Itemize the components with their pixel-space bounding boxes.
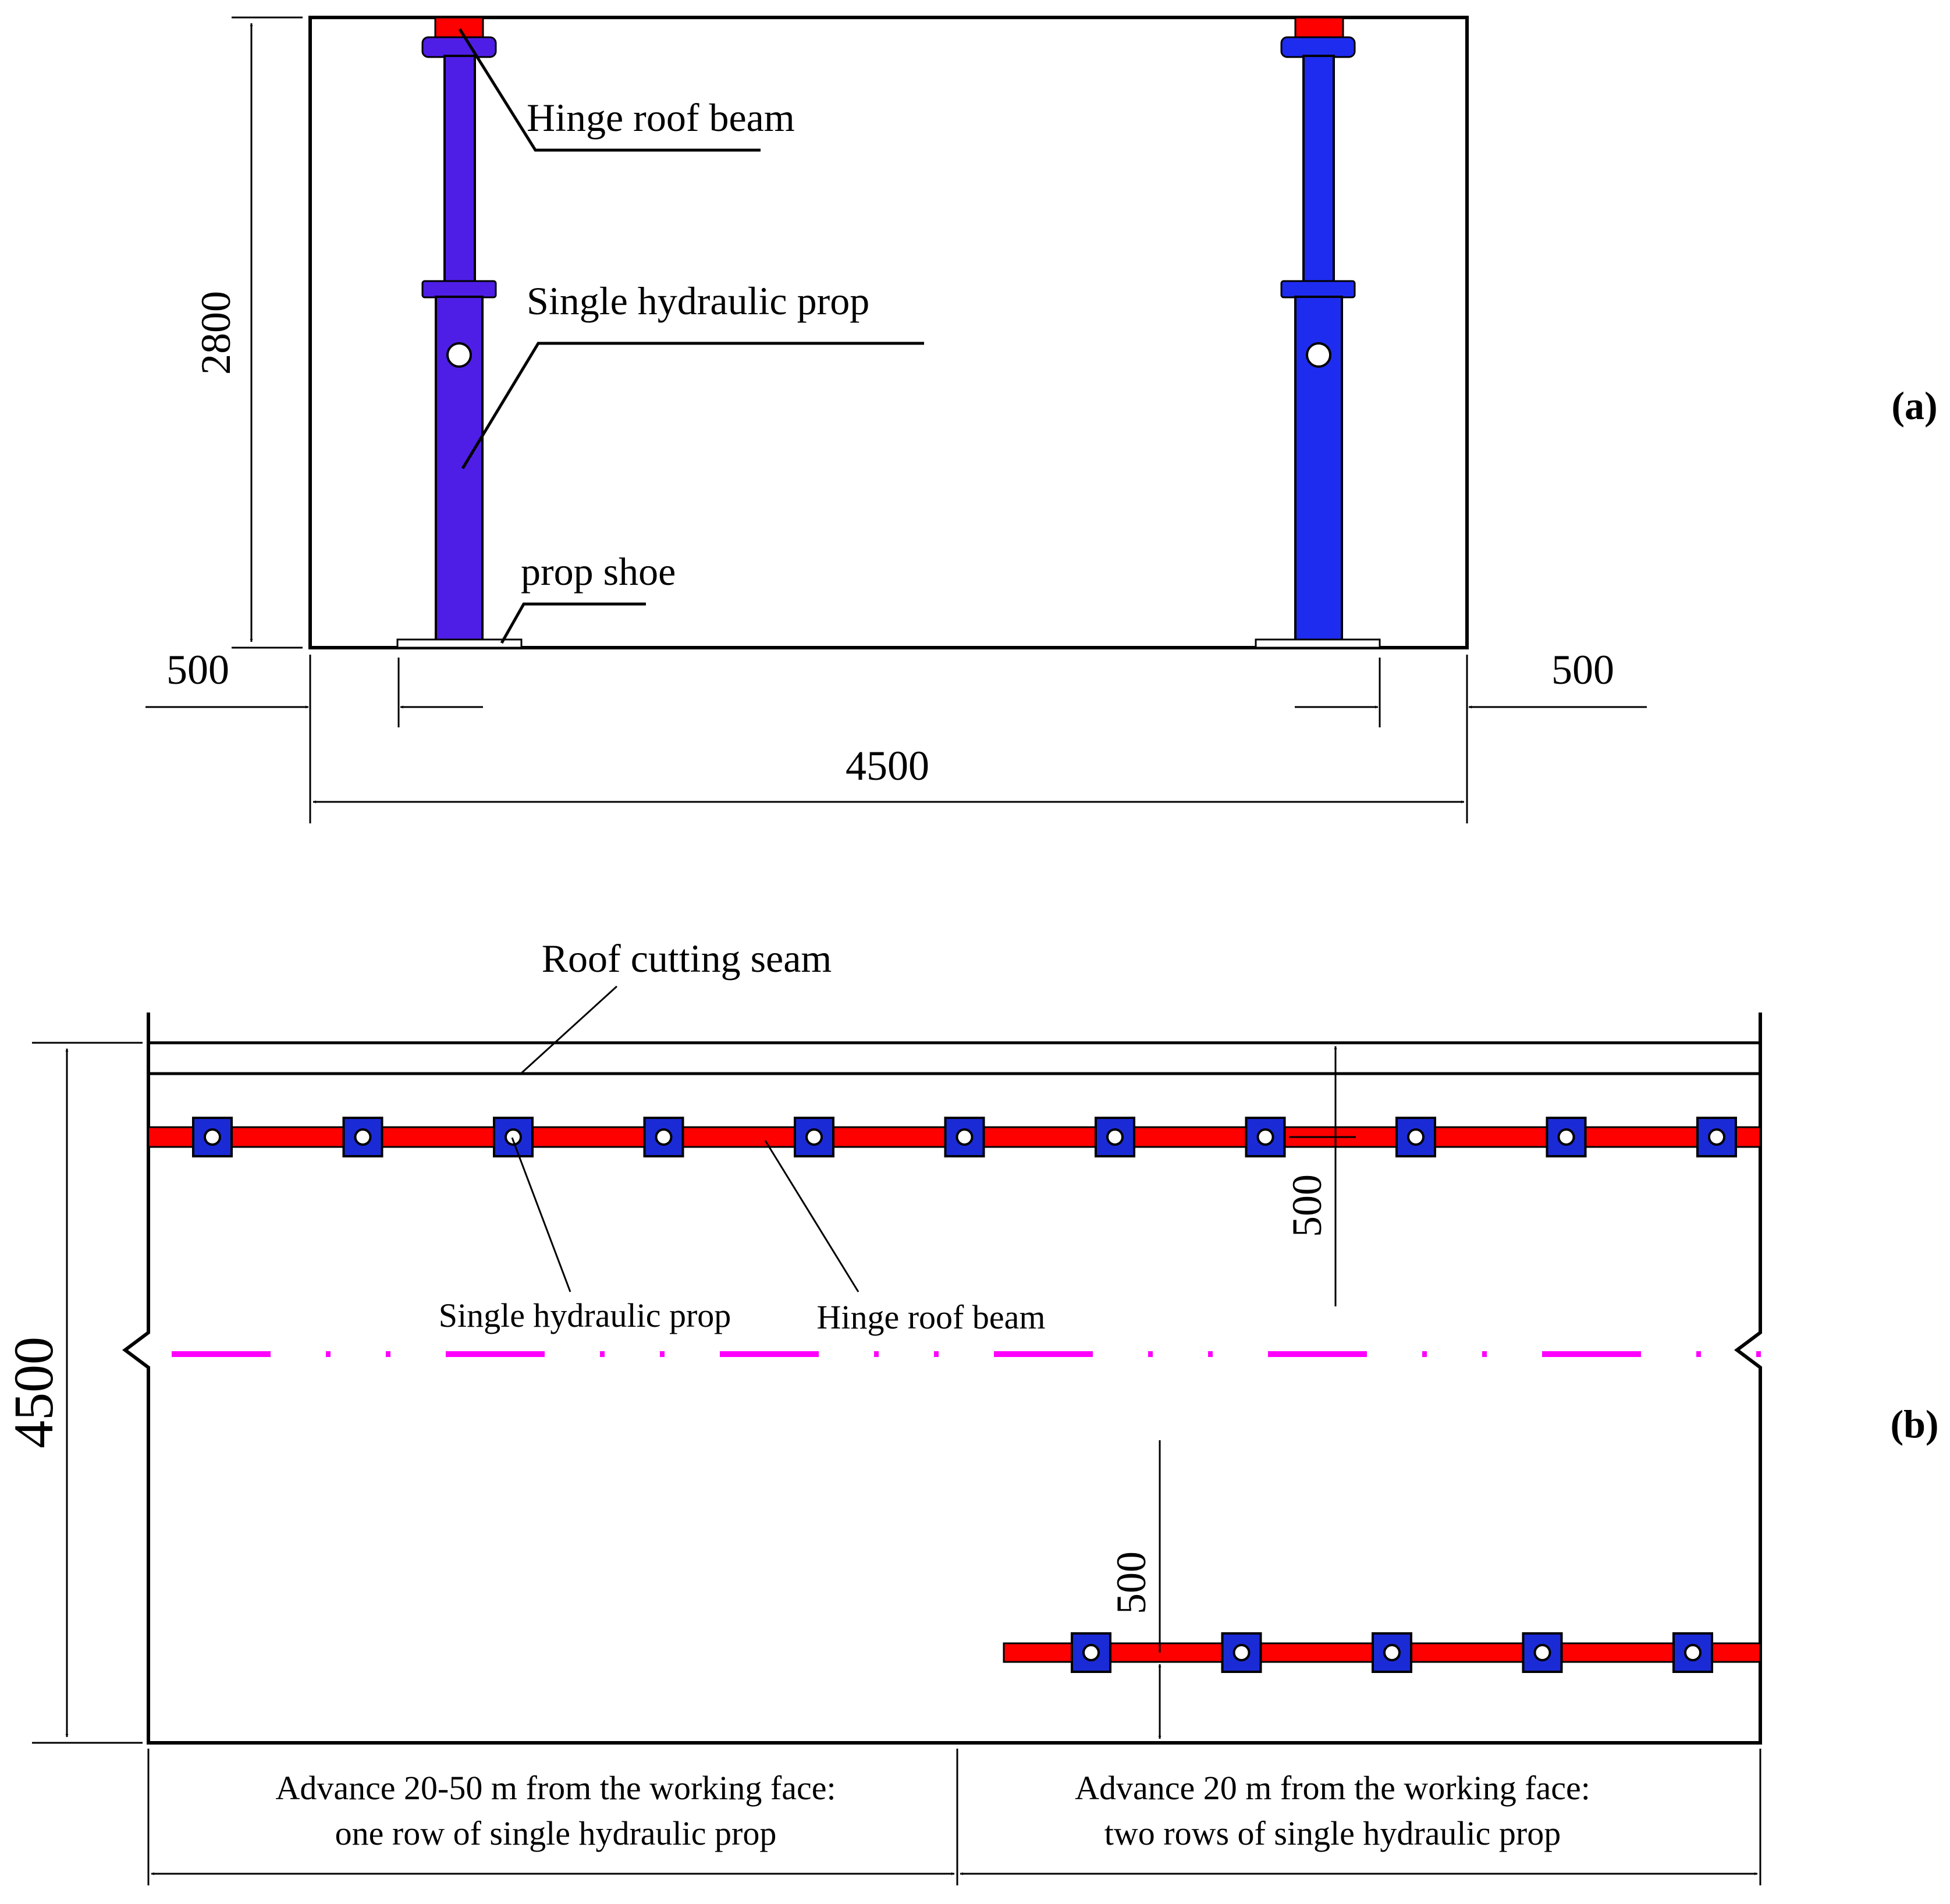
dim-bottom-row-offset: 500 [1108,1551,1155,1614]
panel-a: Hinge roof beam Single hydraulic prop pr… [145,16,1938,823]
hinge-roof-beam-leader [458,28,761,152]
prop-pin-circle [655,1128,673,1146]
left-prop-cap [421,36,497,58]
zone-dimensions [147,1749,1761,1885]
prop-leader-b [511,1137,571,1292]
prop-square [1696,1117,1737,1157]
left-hydraulic-prop [396,16,523,649]
prop-pin-circle [1684,1644,1702,1661]
top-prop-row [192,1117,1737,1157]
beam-leader-b [764,1140,859,1292]
left-prop-pin-hole [446,342,472,368]
prop-pin-circle [1557,1128,1575,1146]
prop-pin-circle [1232,1644,1251,1661]
panel-b: Roof cutting seam Single hydraulic prop … [2,936,1939,1885]
prop-square [1095,1117,1135,1157]
dim-top-row-offset: 500 [1284,1174,1330,1237]
prop-shoe-leader [500,602,646,644]
label-single-hydraulic-prop: Single hydraulic prop [527,279,869,323]
prop-pin-circle [956,1128,974,1146]
panel-a-tag: (a) [1891,383,1937,428]
prop-pin-circle [805,1128,823,1146]
roadway-plan-frame [122,1013,1762,1745]
prop-square [1546,1117,1587,1157]
prop-pin-circle [204,1128,221,1146]
left-prop-collar [421,280,497,299]
left-prop-shoe [396,638,523,649]
prop-pin-circle [1256,1128,1274,1146]
left-prop-upper-tube [443,55,476,285]
prop-pin-circle [1383,1644,1401,1661]
zone-right-line2: two rows of single hydraulic prop [1104,1814,1561,1852]
prop-pin-circle [1708,1128,1725,1146]
right-prop-upper-tube [1302,55,1335,285]
prop-pin-circle [505,1128,522,1146]
dim-width: 4500 [846,743,929,789]
label-prop-shoe: prop shoe [521,549,676,594]
roof-seam-leader [520,985,618,1075]
bottom-row-offset-dimension: 500 [1108,1440,1162,1739]
dim-roadway-width: 4500 [2,1337,65,1448]
roadway-section-frame [308,16,1469,649]
prop-pin-circle [1407,1128,1425,1146]
right-prop-collar [1280,280,1356,299]
label-single-hydraulic-prop-b: Single hydraulic prop [439,1296,731,1334]
left-prop-top-beam-segment [434,16,484,41]
label-roof-cutting-seam: Roof cutting seam [542,936,832,981]
prop-pin-circle [354,1128,372,1146]
right-prop-top-beam-segment [1294,16,1344,41]
right-hydraulic-prop [1255,16,1381,649]
prop-pin-circle [1533,1644,1551,1661]
label-hinge-roof-beam: Hinge roof beam [527,95,795,140]
zone-right-line1: Advance 20 m from the working face: [1075,1769,1590,1807]
width-dimensions: 500 500 4500 [145,646,1647,823]
prop-pin-circle [1082,1644,1100,1661]
zone-left-line2: one row of single hydraulic prop [335,1814,777,1852]
dim-right-offset: 500 [1551,646,1614,693]
dim-left-offset: 500 [166,646,229,693]
right-prop-pin-hole [1306,342,1331,368]
roadway-width-dimension: 4500 [2,1042,143,1744]
right-prop-cap [1280,36,1356,58]
dim-height: 2800 [193,291,239,375]
height-dimension: 2800 [193,16,303,649]
prop-pin-circle [1106,1128,1124,1146]
zone-left-line1: Advance 20-50 m from the working face: [275,1769,836,1807]
panel-b-tag: (b) [1890,1402,1938,1446]
single-prop-leader [461,342,924,470]
top-row-offset-dimension: 500 [1284,1046,1356,1306]
right-prop-shoe [1255,638,1381,649]
label-hinge-roof-beam-b: Hinge roof beam [817,1298,1046,1336]
bottom-prop-row [1071,1632,1713,1673]
